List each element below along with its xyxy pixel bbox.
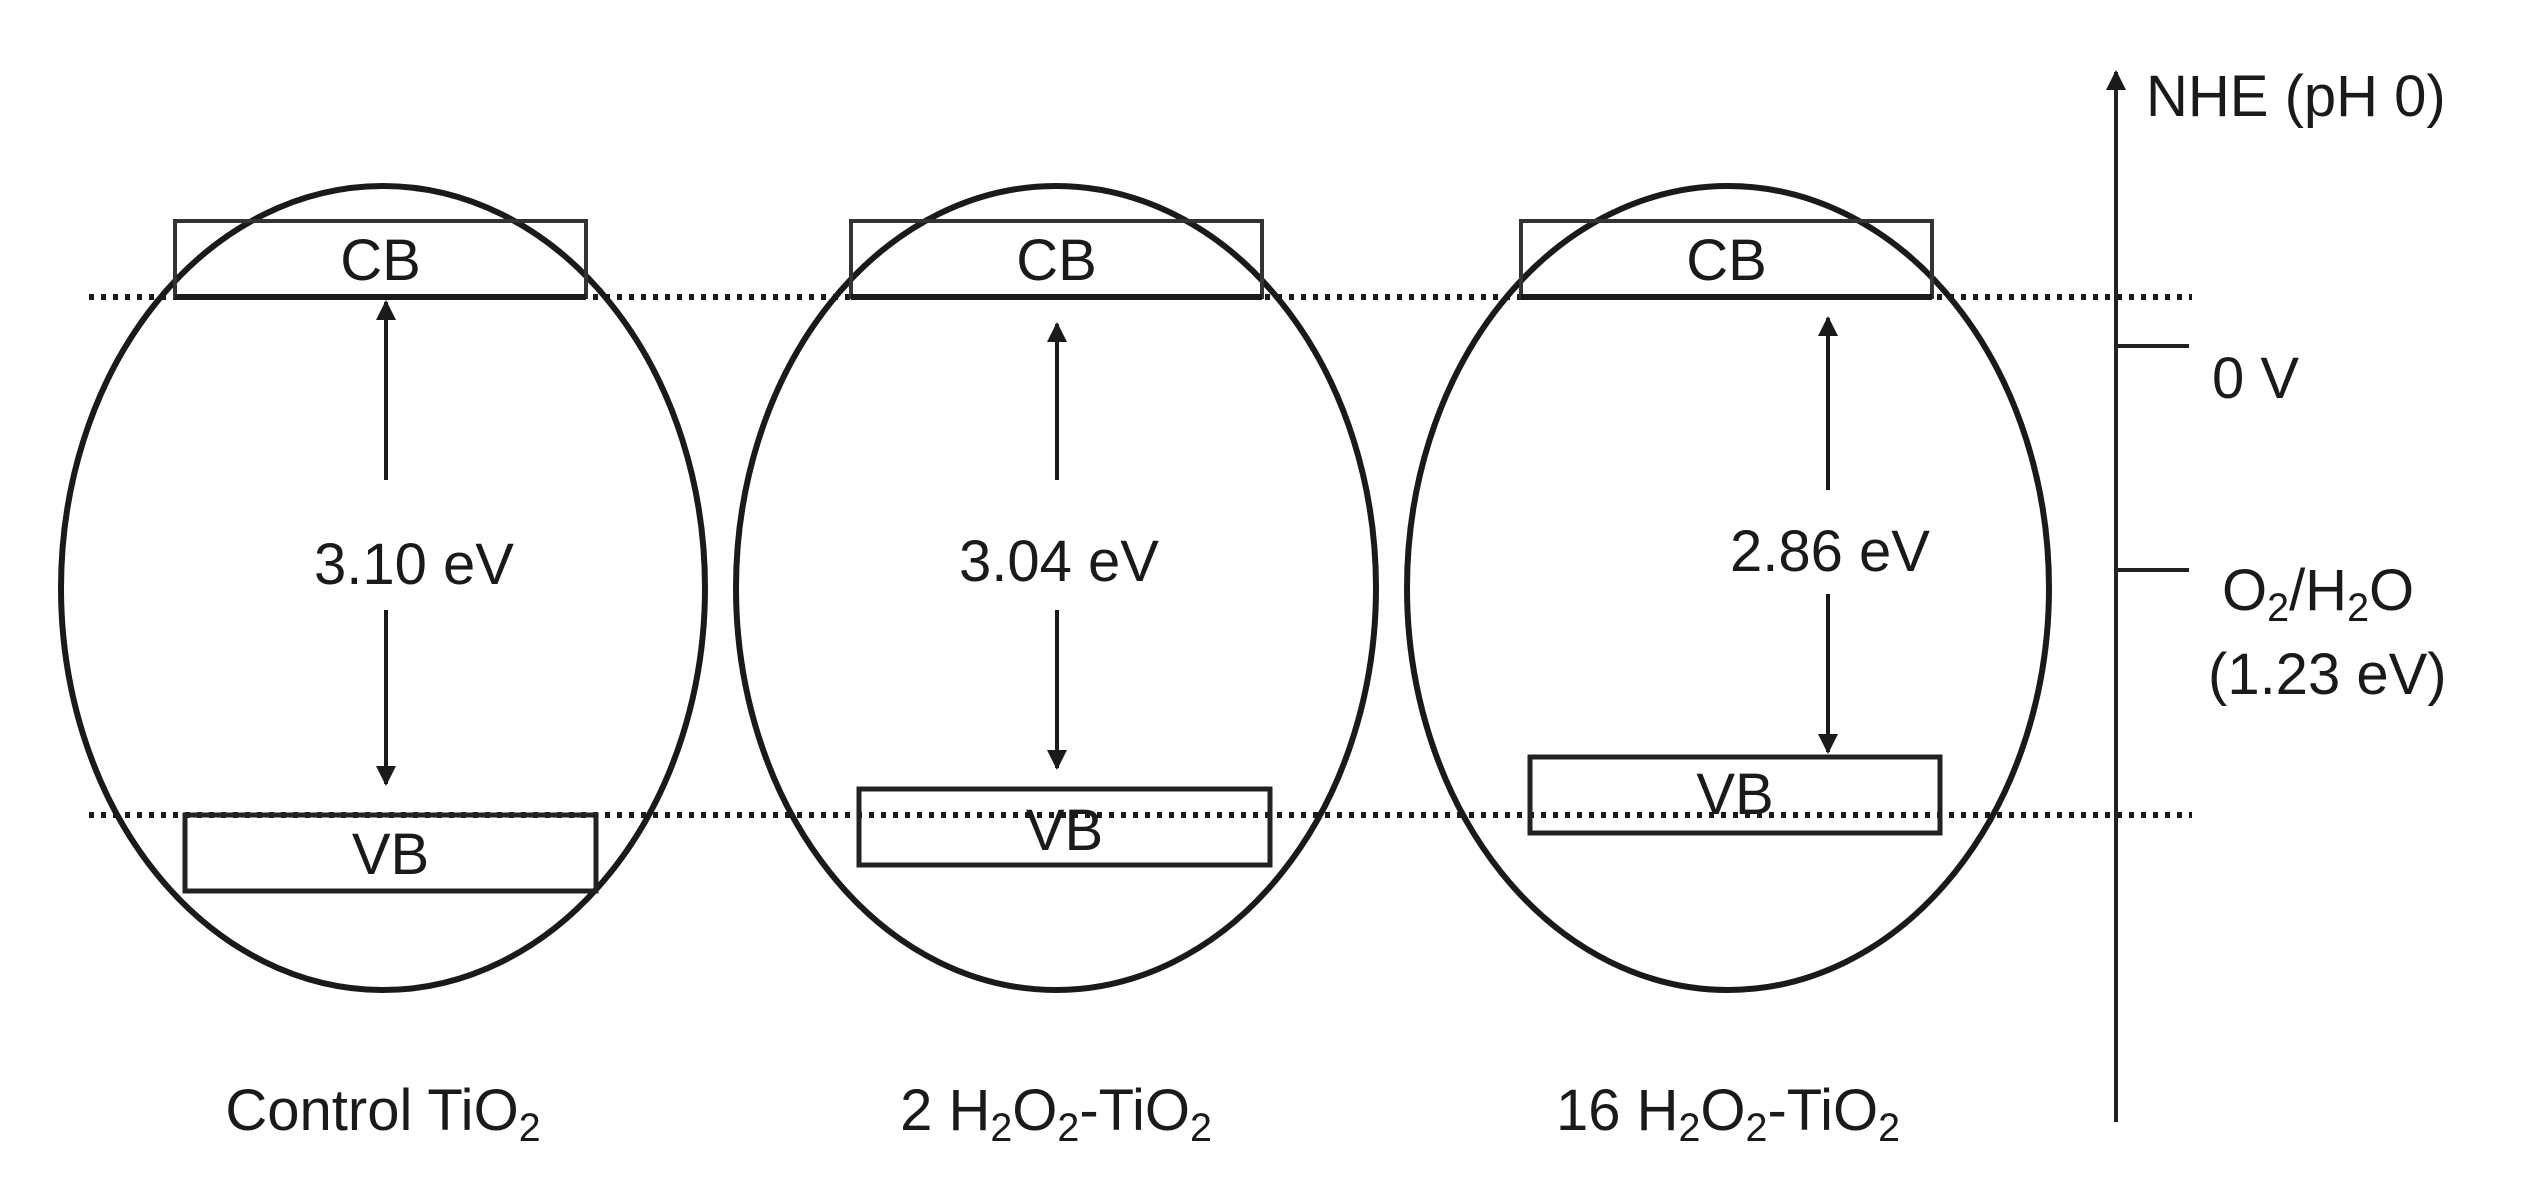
sample-ellipse-2h2o2 [733,183,1379,993]
o2-label-sub: 2 [2267,586,2290,631]
sample-label-sub: 2 [1189,1106,1212,1151]
band-gap-label-16h2o2: 2.86 eV [1726,517,1934,587]
sample-label-part: O [1012,1078,1058,1143]
cb-label-16h2o2: CB [1686,228,1767,293]
axis-title: NHE (pH 0) [2146,64,2446,129]
sample-label-part: -TiO [1767,1078,1879,1143]
sample-ellipse-control [58,183,708,993]
vb-box-control [182,812,599,894]
sample-label-part: -TiO [1079,1078,1190,1143]
h2o-label-sub: 2 [2347,586,2369,631]
sample-label-sub: 2 [1745,1106,1768,1151]
sample-label-part: 16 H [1555,1078,1679,1143]
cb-label-2h2o2: CB [1016,228,1097,293]
tick-label-0v: 0 V [2212,346,2300,411]
sample-label-sub: 2 [518,1106,541,1151]
h2o-label-h: /H [2289,558,2348,623]
cb-label-control: CB [340,228,421,293]
sample-label-control: Control TiO2 [225,1082,540,1148]
vb-label-control: VB [351,822,430,887]
sample-label-sub: 2 [1878,1106,1901,1151]
sample-label-part: 2 H [900,1078,991,1143]
tick-label-1-23ev: (1.23 eV) [2208,642,2447,707]
tick-label-o2-h2o: O2/H2O [2222,562,2414,628]
sample-ellipse-16h2o2 [1404,183,2052,993]
band-gap-label-control: 3.10 eV [310,530,518,600]
vb-box-16h2o2 [1527,754,1943,836]
sample-label-sub: 2 [1057,1106,1080,1151]
o2-label-o: O [2222,558,2268,623]
sample-label-part: O [1700,1078,1746,1143]
vb-label-16h2o2: VB [1696,762,1774,827]
sample-label-sub: 2 [1678,1106,1701,1151]
vb-label-2h2o2: VB [1025,798,1104,863]
h2o-label-o: O [2369,558,2415,623]
vb-box-2h2o2 [856,786,1273,868]
sample-label-sub: 2 [990,1106,1013,1151]
sample-label-part: Control TiO [225,1078,519,1143]
sample-label-2h2o2: 2 H2O2-TiO2 [900,1082,1212,1148]
band-gap-label-2h2o2: 3.04 eV [955,527,1163,597]
sample-label-16h2o2: 16 H2O2-TiO2 [1556,1082,1900,1148]
